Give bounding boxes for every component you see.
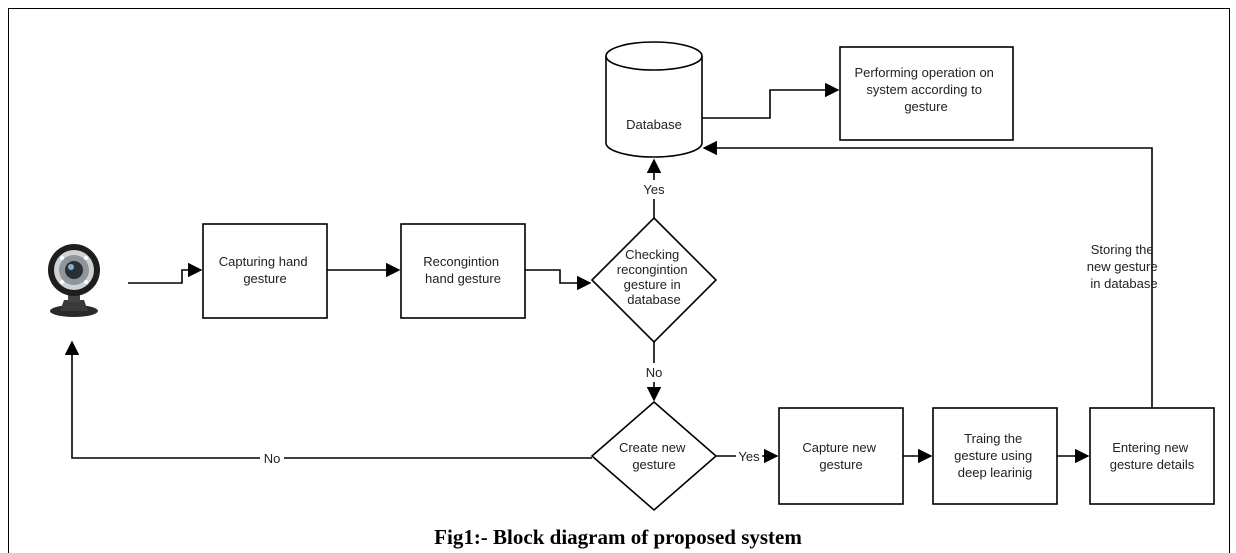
capturing-hand-gesture-label: Capturing hand gesture	[219, 254, 312, 286]
entering-gesture-details-label: Entering new gesture details	[1110, 440, 1195, 472]
recognition-hand-gesture-box	[400, 223, 526, 319]
entering-gesture-details-box	[1089, 407, 1215, 505]
checking-recognition-label: Checking recongintion gesture in databas…	[617, 247, 691, 307]
webcam-icon	[48, 244, 100, 317]
capture-new-gesture-box	[778, 407, 904, 505]
performing-operation-box	[839, 46, 1014, 141]
recognition-hand-gesture-label: Recongintion hand gesture	[423, 254, 503, 286]
figure-caption: Fig1:- Block diagram of proposed system	[434, 525, 802, 549]
capturing-hand-gesture-box	[202, 223, 328, 319]
training-gesture-label: Traing the gesture using deep learinig	[954, 431, 1036, 480]
edge-label-no-webcam: No	[264, 451, 281, 466]
edge-label-yes-capture: Yes	[738, 449, 760, 464]
edge-label-yes-database: Yes	[643, 182, 665, 197]
arrow-entering-to-database	[702, 140, 1153, 408]
arrow-database-to-performing	[702, 82, 840, 119]
performing-operation-label: Performing operation on system according…	[854, 65, 997, 114]
training-gesture-box	[932, 407, 1058, 505]
database-cylinder	[605, 41, 703, 158]
figure-frame	[8, 8, 1230, 553]
arrow-no-to-webcam	[64, 340, 260, 459]
arrow-webcam-to-capture	[128, 262, 203, 284]
edge-label-no-create: No	[646, 365, 663, 380]
create-new-gesture-diamond	[590, 400, 718, 512]
create-new-gesture-label: Create new gesture	[619, 440, 689, 472]
database-label: Database	[626, 117, 682, 132]
storing-gesture-label: Storing the new gesture in database	[1087, 242, 1161, 291]
arrow-recognition-to-checking	[525, 269, 592, 291]
capture-new-gesture-label: Capture new gesture	[802, 440, 879, 472]
